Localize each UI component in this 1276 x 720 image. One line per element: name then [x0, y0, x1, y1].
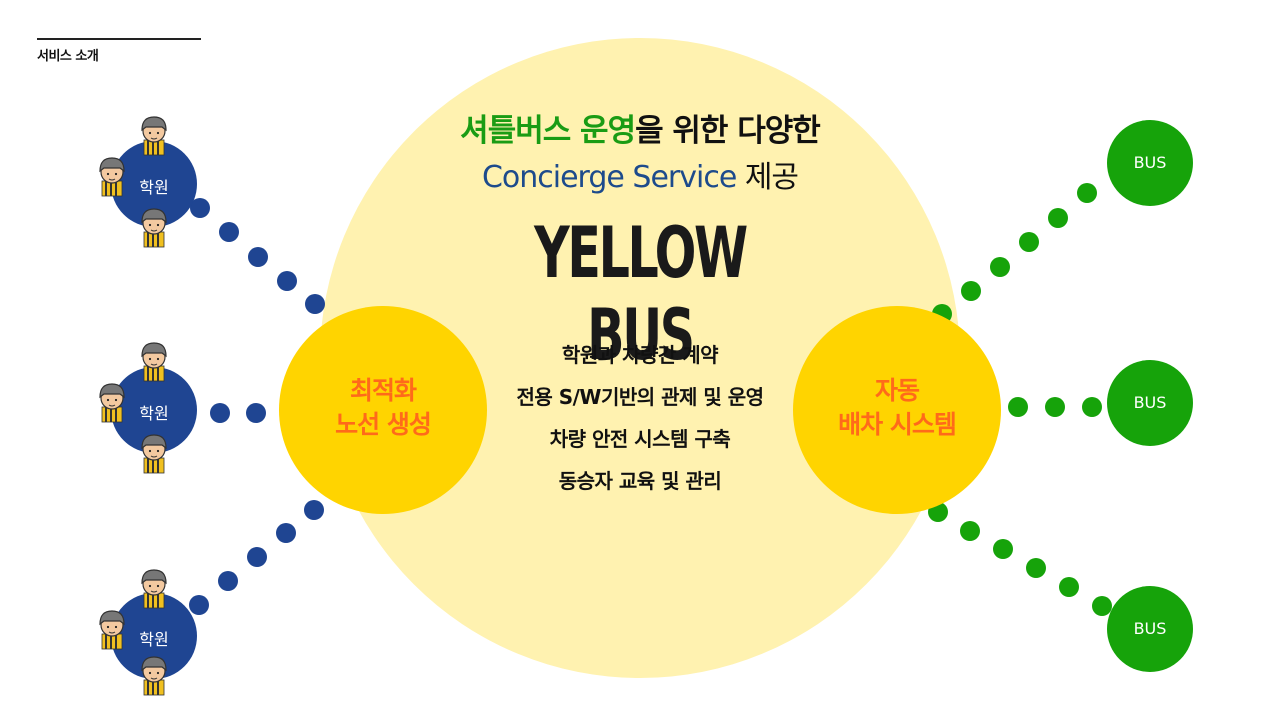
- central-service-circle: [320, 38, 960, 678]
- left-hub-label: 최적화 노선 생성: [303, 374, 463, 442]
- academy-label: 학원: [139, 178, 169, 197]
- bus-connector-top: [932, 183, 1097, 324]
- left-hub-line-2: 노선 생성: [335, 410, 432, 439]
- headline-rest: 을 위한 다양한: [635, 113, 821, 149]
- bus-connector-middle: [1008, 397, 1102, 417]
- right-hub-circle: [793, 306, 1001, 514]
- headline-highlight: 셔틀버스 운영: [460, 113, 636, 149]
- left-hub-line-1: 최적화: [349, 376, 417, 405]
- service-list: 학원과 차량간 계약 전용 S/W기반의 관제 및 운영 차량 안전 시스템 구…: [470, 334, 810, 502]
- person-icon: [141, 342, 167, 382]
- person-icon: [141, 569, 167, 609]
- brand-title: YELLOW BUS: [534, 212, 748, 376]
- headline-rest-2: 제공: [736, 160, 799, 195]
- concierge-highlight: Concierge Service: [481, 160, 737, 195]
- academy-node-3: [111, 593, 197, 679]
- bus-connector-bottom: [928, 502, 1112, 616]
- service-item: 동승자 교육 및 관리: [558, 469, 722, 493]
- bus-label: BUS: [1133, 153, 1167, 172]
- service-item: 학원과 차량간 계약: [561, 343, 719, 367]
- bus-node-2: [1107, 360, 1193, 446]
- right-hub-line-2: 배차 시스템: [838, 410, 957, 439]
- right-hub-label: 자동 배차 시스템: [817, 374, 977, 442]
- academy-connector-middle: [210, 403, 266, 423]
- person-icon: [141, 208, 167, 248]
- bus-label: BUS: [1133, 393, 1167, 412]
- bus-node-1: [1107, 120, 1193, 206]
- headline-line-2: Concierge Service 제공: [430, 152, 850, 196]
- service-item: 차량 안전 시스템 구축: [549, 427, 731, 451]
- person-icon: [141, 656, 167, 696]
- academy-node-1: [111, 141, 197, 227]
- bus-label: BUS: [1133, 619, 1167, 638]
- academy-connector-top: [190, 198, 325, 314]
- academy-label: 학원: [139, 404, 169, 423]
- headline-line-1: 셔틀버스 운영을 위한 다양한: [430, 105, 850, 150]
- left-hub-circle: [279, 306, 487, 514]
- right-hub-line-1: 자동: [874, 376, 920, 405]
- person-icon: [141, 434, 167, 474]
- top-divider: [37, 38, 201, 40]
- academy-label: 학원: [139, 630, 169, 649]
- service-item: 전용 S/W기반의 관제 및 운영: [516, 385, 764, 409]
- section-title: 서비스 소개: [37, 49, 99, 64]
- academy-node-2: [111, 367, 197, 453]
- person-icon: [141, 116, 167, 156]
- bus-node-3: [1107, 586, 1193, 672]
- academy-connector-bottom: [189, 500, 324, 615]
